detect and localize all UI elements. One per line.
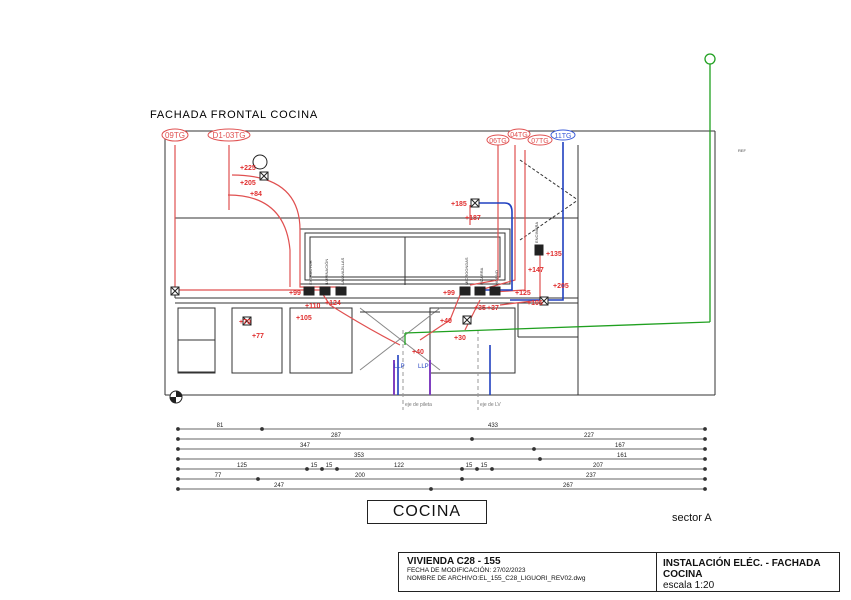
svg-text:D1-03TG: D1-03TG [213,131,246,140]
svg-text:07TG: 07TG [531,138,549,145]
height-label: +205 [240,180,256,187]
circuit-tag: 09TG [161,128,189,142]
height-label: +225 [240,165,256,172]
height-labels: +225 +205 +84 +185 +187 +135 +99 +99 +14… [239,165,569,356]
height-label: +205 [553,283,569,290]
file-name: NOMBRE DE ARCHIVO:EL_155_C28_LIGUORI_REV… [407,575,586,582]
circuit-tags: 09TG D1-03TG 04TG 06TG 07TG 11TG [161,128,576,146]
height-label: +99 [289,290,301,297]
outlet-label: HORNO [494,270,499,285]
outlet-label: ILUMINACIÓN [324,259,329,285]
modified-date: FECHA DE MODIFICACIÓN: 27/02/2023 [407,567,526,574]
height-label: +110 [305,303,320,310]
dimension-value: 267 [563,483,574,489]
outlet-label: EXTRACTOR [308,260,313,285]
height-label: +30 [454,335,466,342]
height-label: +84 [250,191,262,198]
outlet-label: ENCIMERA [534,222,539,243]
dimension-value: 15 [326,463,333,469]
height-label: +37 [487,305,499,312]
outlet-label: LLP [394,364,405,370]
power-circuits [174,145,541,346]
outlet-label: MICROONDAS [464,257,469,285]
outlet-labels: EXTRACTOR ILUMINACIÓN LAVAVAJILLAS MICRO… [308,222,539,370]
height-label: +135 [546,251,562,258]
dimension-value: 122 [394,463,405,469]
circuit-tag: 11TG [550,129,576,141]
outlets [170,154,549,326]
project-name: VIVIENDA C28 - 155 [407,556,501,567]
height-label: +105 [296,315,312,322]
title-block: VIVIENDA C28 - 155 FECHA DE MODIFICACIÓN… [398,552,840,592]
dimension-value: 167 [615,443,626,449]
circuit-tag: 06TG [486,134,510,146]
circuit-tag: D1-03TG [207,128,251,142]
height-label: +35 [474,305,486,312]
dimension-value: 161 [617,453,628,459]
dimension-value: 347 [300,443,311,449]
axis-label-pileta: eje de pileta [405,402,432,408]
sheet-scale: escala 1:20 [663,580,715,591]
svg-text:06TG: 06TG [489,138,507,145]
height-label: +147 [528,267,544,274]
height-label: +185 [451,201,467,208]
circuit-tag: 07TG [527,134,553,146]
height-label: +105 [527,300,543,307]
kitchen-outline [164,130,716,410]
dimension-value: 287 [331,433,342,439]
sector-label: sector A [672,512,712,524]
room-title: COCINA [367,500,487,524]
drawing-title: FACHADA FRONTAL COCINA [150,109,318,121]
dimension-value: 15 [311,463,318,469]
dimension-value: 207 [593,463,604,469]
dimension-values: 81 433 287 227 347 167 353 161 125 15 15… [215,423,628,489]
blue-circuits [397,142,564,395]
height-label: +40 [412,349,424,356]
sheet-title: INSTALACIÓN ELÉC. - FACHADA COCINA [663,558,821,580]
circuit-tag: 04TG [507,128,531,140]
height-label: +77 [252,333,264,340]
axis-label-lv: eje de LV [480,402,501,408]
dimension-value: 247 [274,483,285,489]
svg-text:11TG: 11TG [555,133,572,140]
dimension-value: 433 [488,423,499,429]
drain-lines [393,360,431,395]
title-block-sheet: INSTALACIÓN ELÉC. - FACHADA COCINA escal… [657,553,839,591]
dimension-value: 125 [237,463,248,469]
dimension-value: 237 [586,473,597,479]
height-label: +125 [515,290,531,297]
dimension-value: 200 [355,473,366,479]
height-label: +99 [443,290,455,297]
height-label: +40 [440,318,452,325]
ground-wire [404,53,716,345]
outlet-label: PIZARRA [479,267,484,285]
outlet-label: LAVAVAJILLAS [340,257,345,285]
height-label: +187 [465,215,481,222]
dimension-value: 15 [481,463,488,469]
dimension-value: 353 [354,453,365,459]
svg-text:04TG: 04TG [510,132,528,139]
ground-symbol [169,390,183,404]
height-label: +70 [239,319,251,326]
dimension-value: 77 [215,473,222,479]
dimension-value: 15 [466,463,473,469]
outlet-label: LLP [418,364,429,370]
title-block-project: VIVIENDA C28 - 155 FECHA DE MODIFICACIÓN… [399,553,657,591]
dimension-value: 227 [584,433,595,439]
height-label: +124 [325,300,341,307]
ref-mark: REF [738,148,747,153]
dimension-value: 81 [217,423,224,429]
svg-text:09TG: 09TG [165,131,185,140]
dimension-lines [176,427,707,491]
